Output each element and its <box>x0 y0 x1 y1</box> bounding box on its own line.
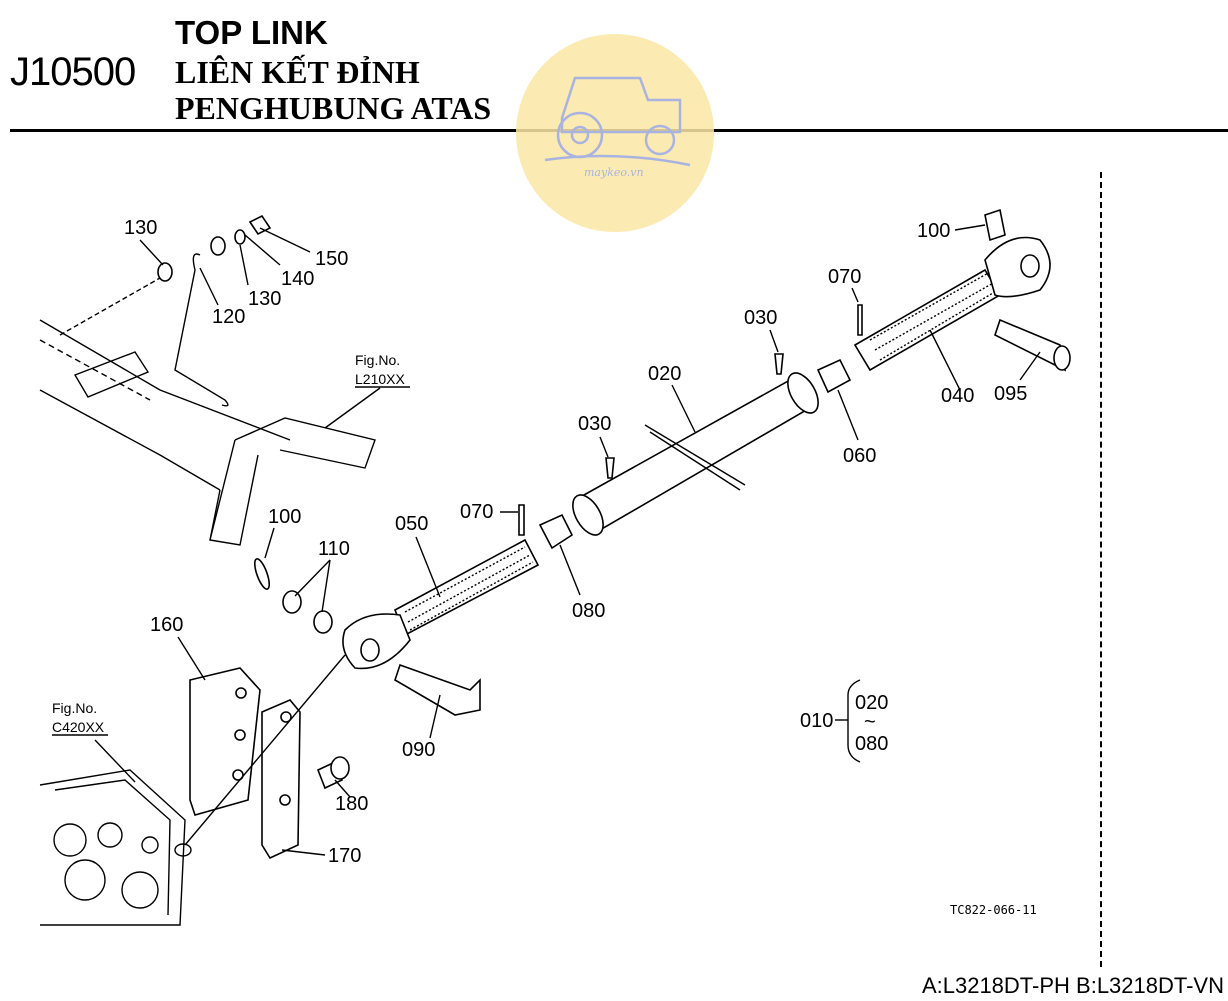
part-080-range-end: 080 <box>855 733 888 755</box>
part-150-label: 150 <box>315 248 348 270</box>
part-030-label-upper: 030 <box>744 307 777 329</box>
hook-rod-assembly <box>59 214 272 407</box>
part-130-label-top: 130 <box>124 217 157 239</box>
part-030-label-lower: 030 <box>578 413 611 435</box>
watermark-text: maykeo.vn <box>584 166 644 179</box>
model-applicability: A:L3218DT-PH B:L3218DT-VN <box>921 973 1224 998</box>
part-100-label-lower: 100 <box>268 506 301 528</box>
part-020-range-start: 020 <box>855 692 888 714</box>
part-080-label: 080 <box>572 600 605 622</box>
part-050-label: 050 <box>395 513 428 535</box>
title-vietnamese: LIÊN KẾT ĐỈNH <box>175 54 420 90</box>
part-040-label: 040 <box>941 385 974 407</box>
part-060-label: 060 <box>843 445 876 467</box>
page-code: J10500 <box>10 50 136 94</box>
leader-lines <box>94 224 1041 856</box>
part-010-group: 010 020 ~ 080 <box>800 679 888 763</box>
part-100-label-upper: 100 <box>917 220 950 242</box>
part-170-label: 170 <box>328 845 361 867</box>
threaded-rod-040 <box>816 208 1071 394</box>
part-120-label: 120 <box>212 306 245 328</box>
part-070-label-upper: 070 <box>828 266 861 288</box>
part-020-label: 020 <box>648 363 681 385</box>
part-110-label: 110 <box>318 538 350 560</box>
fig-ref-1-code: L210XX <box>355 371 405 387</box>
watermark-logo: maykeo.vn <box>516 34 714 232</box>
part-130-label-right: 130 <box>248 288 281 310</box>
part-010-label: 010 <box>800 710 833 732</box>
fig-ref-2-label: Fig.No. <box>52 700 97 716</box>
top-link-tube-drawing <box>572 353 819 536</box>
part-095-label: 095 <box>994 383 1027 405</box>
title-malay: PENGHUBUNG ATAS <box>175 90 492 126</box>
fig-ref-2-code: C420XX <box>52 719 105 735</box>
threaded-rod-050 <box>253 504 574 716</box>
title-english: TOP LINK <box>175 14 328 51</box>
part-070-label-lower: 070 <box>460 501 493 523</box>
transmission-housing-drawing <box>39 769 192 926</box>
part-180-label: 180 <box>335 793 368 815</box>
right-dashed-divider <box>1100 172 1102 967</box>
part-160-label: 160 <box>150 614 183 636</box>
bracket-assembly <box>184 654 350 860</box>
part-090-label: 090 <box>402 739 435 761</box>
part-140-label: 140 <box>281 268 314 290</box>
fig-ref-1-label: Fig.No. <box>355 352 400 368</box>
drawing-code: TC822-066-11 <box>950 903 1037 917</box>
range-tilde: ~ <box>864 711 876 733</box>
tractor-frame-drawing <box>39 319 376 546</box>
